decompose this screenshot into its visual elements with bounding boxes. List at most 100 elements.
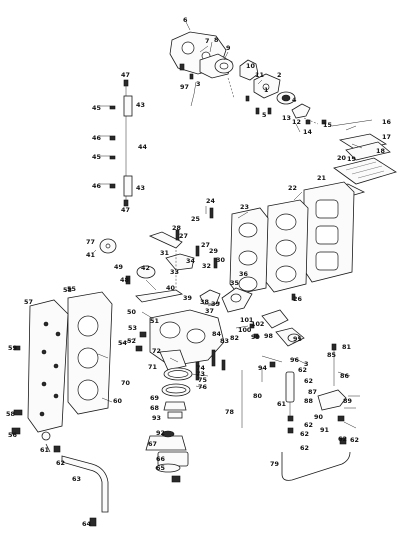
linkage-rod-assembly: [100, 79, 133, 207]
callout-label: 22: [288, 184, 297, 192]
callout-label: 30: [216, 256, 225, 264]
callout-label: 85: [327, 351, 336, 359]
callout-label: 4: [292, 96, 297, 104]
callout-label: 76: [198, 383, 207, 391]
callout-label: 2: [277, 71, 281, 79]
callout-label: 43: [136, 101, 145, 109]
callout-label: 47: [121, 71, 130, 79]
callout-label: 8: [214, 36, 219, 44]
callout-label: 44: [138, 143, 147, 151]
callout-label: 32: [202, 262, 211, 270]
callout-label: 41: [86, 251, 95, 259]
callout-label: 102: [251, 320, 264, 328]
callout-label: 3: [196, 80, 200, 88]
callout-label: 39: [183, 294, 192, 302]
callout-label: 89: [343, 397, 352, 405]
callout-label: 61: [40, 446, 49, 454]
callout-label: 62: [350, 436, 359, 444]
callout-label: 7: [205, 37, 209, 45]
callout-label: 88: [304, 397, 313, 405]
callout-label: 35: [230, 279, 239, 287]
callout-label: 1: [264, 86, 268, 94]
callout-label: 50: [127, 308, 136, 316]
callout-label: 14: [303, 128, 312, 136]
callout-label: 34: [186, 257, 195, 265]
callout-label: 78: [225, 408, 234, 416]
callout-label: 42: [141, 264, 150, 272]
callout-label: 53: [128, 324, 137, 332]
callout-label: 97: [180, 83, 189, 91]
callout-label: 57: [24, 298, 33, 306]
callout-label: 74: [196, 364, 205, 372]
part-number-labels: 6 7 8 9 10 11 2 1 3 97 4 5 12 13 14 15 1…: [6, 16, 391, 528]
carburetor-body: [135, 287, 253, 381]
callout-label: 12: [292, 118, 301, 126]
callout-label: 38: [200, 298, 209, 306]
callout-label: 20: [337, 154, 346, 162]
callout-label: 63: [72, 475, 81, 483]
callout-label: 45: [92, 104, 101, 112]
callout-label: 79: [270, 460, 279, 468]
callout-label: 77: [86, 238, 95, 246]
callout-label: 61: [277, 400, 286, 408]
callout-label: 15: [323, 121, 332, 129]
callout-label: 28: [172, 224, 181, 232]
callout-label: 33: [170, 268, 179, 276]
callout-label: 3: [304, 360, 308, 368]
callout-label: 27: [201, 241, 210, 249]
callout-label: 84: [212, 330, 221, 338]
callout-label: 87: [308, 388, 317, 396]
callout-label: 65: [156, 464, 165, 472]
callout-label: 45: [92, 153, 101, 161]
callout-label: 5: [262, 111, 266, 119]
callout-label: 62: [304, 421, 313, 429]
callout-label: 62: [56, 459, 65, 467]
callout-label: 29: [209, 247, 218, 255]
callout-label: 18: [376, 147, 385, 155]
callout-label: 80: [253, 392, 262, 400]
callout-label: 67: [148, 440, 157, 448]
callout-label: 62: [300, 430, 309, 438]
callout-label: 55: [67, 285, 76, 293]
callout-label: 21: [317, 174, 326, 182]
callout-label: 91: [320, 426, 329, 434]
callout-label: 49: [114, 263, 123, 271]
callout-label: 62: [304, 377, 313, 385]
callout-label: 40: [166, 284, 175, 292]
callout-label: 17: [382, 133, 391, 141]
callout-label: 46: [92, 182, 101, 190]
callout-label: 101: [240, 316, 253, 324]
callout-label: 68: [150, 404, 159, 412]
intake-manifold-assembly: [209, 181, 355, 301]
callout-label: 19: [347, 155, 356, 163]
callout-label: 64: [82, 520, 91, 528]
callout-label: 24: [206, 197, 215, 205]
callout-label: 72: [152, 347, 161, 355]
callout-label: 92: [156, 429, 165, 437]
callout-label: 51: [150, 317, 159, 325]
callout-label: 58: [63, 286, 72, 294]
callout-label: 25: [191, 215, 200, 223]
bottom-fuel-hose: [45, 443, 109, 527]
callout-label: 93: [152, 414, 161, 422]
callout-label: 70: [121, 379, 130, 387]
callout-label: 46: [92, 134, 101, 142]
callout-label: 96: [290, 356, 299, 364]
callout-label: 90: [314, 413, 323, 421]
callout-label: 94: [258, 364, 267, 372]
callout-label: 66: [156, 455, 165, 463]
callout-label: 39: [211, 300, 220, 308]
callout-label: 48: [120, 276, 129, 284]
callout-label: 43: [136, 184, 145, 192]
callout-label: 54: [118, 339, 127, 347]
leader-lines: [97, 21, 363, 429]
callout-label: 56: [8, 431, 17, 439]
throttle-linkage: [91, 229, 218, 303]
callout-label: 95: [293, 335, 302, 343]
callout-label: 52: [127, 337, 136, 345]
float-bowl-assembly: [145, 349, 226, 483]
callout-label: 75: [198, 376, 207, 384]
callout-label: 27: [179, 232, 188, 240]
callout-label: 62: [298, 366, 307, 374]
